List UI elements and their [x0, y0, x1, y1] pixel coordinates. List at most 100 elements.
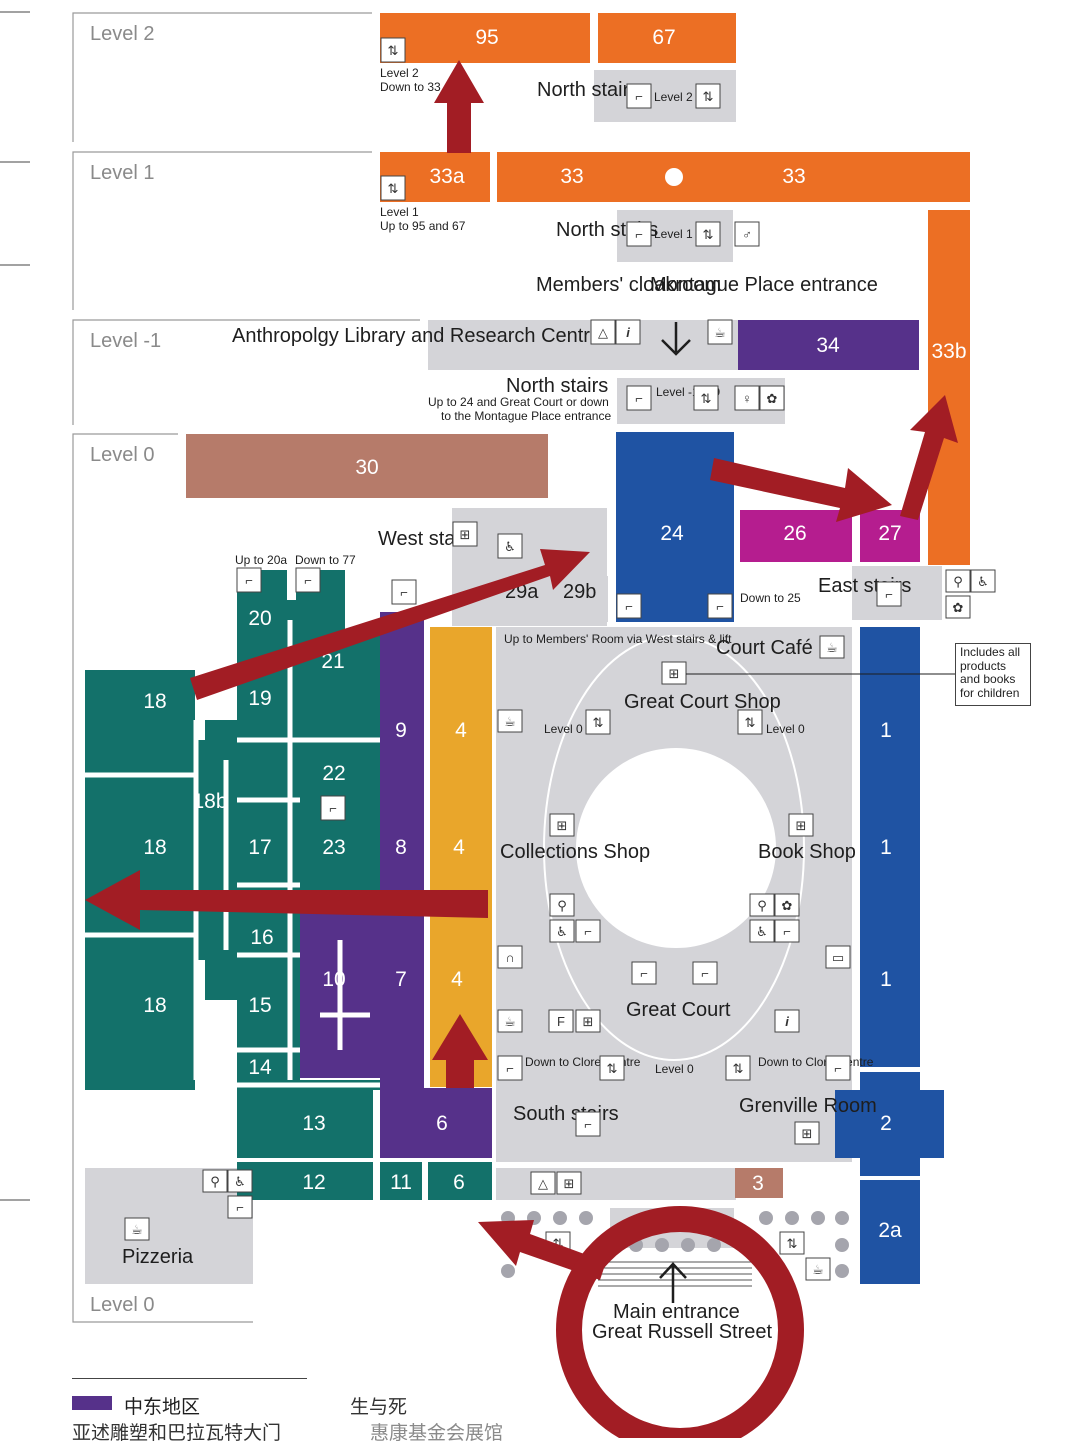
baby-change-icon[interactable]: ✿ — [945, 595, 971, 619]
cloakroom-icon[interactable]: △ — [590, 319, 616, 345]
lift-icon[interactable]: ⇅ — [695, 221, 721, 247]
stairs-icon[interactable]: ⌐ — [626, 83, 652, 109]
food-icon[interactable]: F — [548, 1009, 574, 1033]
room-30[interactable] — [186, 434, 548, 498]
room-6-lower[interactable] — [428, 1162, 492, 1200]
accessible-icon[interactable]: ♿ — [749, 919, 775, 943]
lift-icon[interactable]: ⇅ — [779, 1231, 805, 1255]
main-entrance-arrow-icon — [659, 1262, 687, 1303]
lift-icon[interactable]: ⇅ — [693, 385, 719, 411]
cafe-icon[interactable]: ☕ — [707, 319, 733, 345]
room-18b[interactable] — [195, 740, 237, 960]
shop-icon[interactable]: ⊞ — [794, 1121, 820, 1145]
svg-text:☕: ☕ — [826, 640, 838, 655]
lift-icon[interactable]: ⇅ — [380, 37, 406, 63]
anthropology-label: Anthropolgy Library and Research Centre — [232, 325, 601, 347]
arrow-west-stairs — [190, 549, 590, 700]
stairs-icon[interactable]: ⌐ — [876, 581, 902, 607]
accessible-icon[interactable]: ♿ — [497, 533, 523, 559]
shop-icon[interactable]: ⊞ — [452, 521, 478, 547]
room-34[interactable] — [738, 320, 919, 370]
room-26[interactable] — [740, 510, 852, 562]
stairs-icon[interactable]: ⌐ — [626, 221, 652, 247]
toilet-icon[interactable]: ♀ — [734, 385, 760, 411]
cafe-icon[interactable]: ☕ — [805, 1257, 831, 1281]
route-arrows — [85, 60, 958, 1280]
stairs-icon[interactable]: ⌐ — [320, 795, 346, 821]
lift-icon[interactable]: ⇅ — [695, 83, 721, 109]
room-27[interactable] — [860, 510, 920, 562]
ticket-icon[interactable]: ▭ — [825, 945, 851, 969]
stairs-icon[interactable]: ⌐ — [575, 1111, 601, 1137]
svg-text:⊞: ⊞ — [669, 666, 680, 681]
svg-text:⚲: ⚲ — [210, 1174, 220, 1189]
room-13-label: 13 — [302, 1112, 325, 1135]
legend-swatch-purple — [72, 1396, 112, 1410]
toilet-icon[interactable]: ⚲ — [749, 893, 775, 917]
room-12[interactable] — [237, 1162, 373, 1200]
room-3[interactable] — [735, 1168, 783, 1198]
cafe-icon[interactable]: ☕ — [124, 1217, 150, 1241]
info-icon[interactable]: i — [615, 319, 641, 345]
stairs-icon[interactable]: ⌐ — [497, 1055, 523, 1081]
info-icon[interactable]: i — [774, 1009, 800, 1033]
cafe-icon[interactable]: ☕ — [819, 635, 845, 659]
room-2[interactable] — [835, 1072, 944, 1176]
lift-icon[interactable]: ⇅ — [725, 1055, 751, 1081]
shop-icon[interactable]: ⊞ — [575, 1009, 601, 1033]
room-1[interactable] — [860, 627, 920, 1067]
room-6-bot-label: 6 — [453, 1171, 465, 1194]
shop-icon[interactable]: ⊞ — [549, 813, 575, 837]
accessible-icon[interactable]: ♿ — [970, 569, 996, 593]
room-26-label: 26 — [783, 522, 806, 545]
room-12-label: 12 — [302, 1171, 325, 1194]
room-11[interactable] — [380, 1162, 422, 1200]
stairs-icon[interactable]: ⌐ — [626, 385, 652, 411]
svg-text:⇅: ⇅ — [787, 1236, 798, 1251]
room-67[interactable] — [598, 13, 736, 63]
lift-icon[interactable]: ⇅ — [599, 1055, 625, 1081]
lift-icon[interactable]: ⇅ — [737, 709, 763, 735]
shop-icon[interactable]: ⊞ — [788, 813, 814, 837]
room-7-label: 7 — [395, 968, 407, 991]
cafe-icon[interactable]: ☕ — [497, 1009, 523, 1033]
stairs-icon[interactable]: ⌐ — [391, 579, 417, 605]
cafe-icon[interactable]: ☕ — [497, 709, 523, 733]
accessible-icon[interactable]: ♿ — [549, 919, 575, 943]
baby-change-icon[interactable]: ✿ — [759, 385, 785, 411]
room-6-upper[interactable] — [380, 1088, 492, 1158]
stairs-icon[interactable]: ⌐ — [236, 567, 262, 593]
stairs-icon[interactable]: ⌐ — [825, 1055, 851, 1081]
stairs-icon[interactable]: ⌐ — [616, 593, 642, 619]
toilet-icon[interactable]: ⚲ — [202, 1169, 228, 1193]
svg-text:⇅: ⇅ — [703, 89, 714, 104]
stairs-icon[interactable]: ⌐ — [707, 593, 733, 619]
room-15-label: 15 — [248, 994, 271, 1017]
shop-icon[interactable]: ⊞ — [661, 661, 687, 685]
accessible-icon[interactable]: ♿ — [227, 1169, 253, 1193]
level-2-area: 95 67 North stairs Level 2 Down to 33 Le… — [380, 13, 736, 122]
baby-change-icon[interactable]: ✿ — [774, 893, 800, 917]
stairs-icon[interactable]: ⌐ — [575, 919, 601, 943]
room-95[interactable] — [380, 13, 590, 63]
toilet-icon[interactable]: ⚲ — [549, 893, 575, 917]
room-33[interactable] — [497, 152, 970, 202]
stairs-icon[interactable]: ⌐ — [692, 961, 718, 985]
shop-icon[interactable]: ⊞ — [556, 1171, 582, 1195]
stairs-icon[interactable]: ⌐ — [227, 1195, 253, 1219]
room-4[interactable] — [430, 627, 492, 1087]
stairs-icon[interactable]: ⌐ — [295, 567, 321, 593]
lift-icon[interactable]: ⇅ — [380, 175, 406, 201]
svg-text:⌐: ⌐ — [304, 573, 312, 588]
cloakroom-icon[interactable]: △ — [530, 1171, 556, 1195]
room-34-label: 34 — [816, 334, 840, 357]
lift-icon[interactable]: ⇅ — [585, 709, 611, 735]
stairs-icon[interactable]: ⌐ — [631, 961, 657, 985]
room-2a[interactable] — [860, 1180, 920, 1284]
toilet-icon[interactable]: ♂ — [734, 221, 760, 247]
stairs-icon[interactable]: ⌐ — [774, 919, 800, 943]
audio-guide-icon[interactable]: ∩ — [497, 945, 523, 969]
rooms-9-8-7[interactable] — [380, 612, 424, 1092]
toilet-icon[interactable]: ⚲ — [945, 569, 971, 593]
room-33b[interactable] — [928, 210, 970, 565]
